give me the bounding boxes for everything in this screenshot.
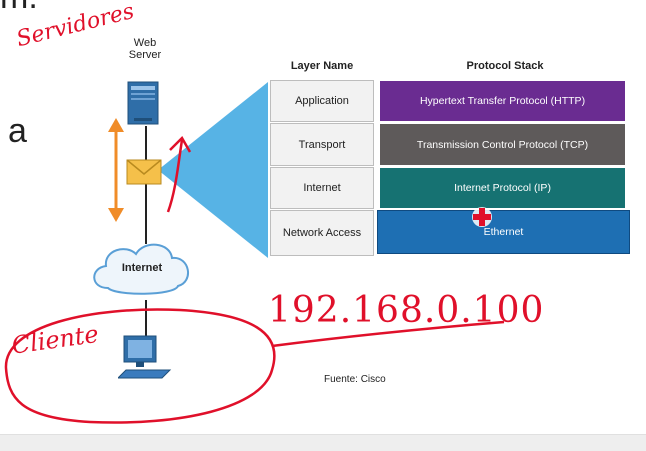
- double-arrow-icon: [108, 118, 124, 222]
- protocol-cell-http: Hypertext Transfer Protocol (HTTP): [380, 81, 625, 121]
- internet-cloud-label: Internet: [121, 262, 163, 274]
- layer-cell-application: Application: [270, 80, 374, 122]
- handwritten-ip-address: 192.168.0.100: [268, 290, 545, 331]
- slide-footer-bar: [0, 434, 646, 451]
- web-server-label-line1: Web: [133, 37, 157, 49]
- web-server-label-line2: Server: [128, 49, 162, 61]
- slide-text-fragment-top: m.: [0, 0, 38, 17]
- encapsulation-beam: [158, 82, 268, 258]
- protocol-cell-ethernet: Ethernet: [377, 210, 630, 254]
- layer-cell-network-access: Network Access: [270, 210, 374, 256]
- connection-line-upper: [145, 126, 147, 244]
- web-server-label: Web Server: [125, 37, 165, 61]
- web-server-icon: [127, 81, 159, 125]
- layer-cell-transport: Transport: [270, 123, 374, 166]
- source-caption: Fuente: Cisco: [324, 374, 386, 385]
- column-header-protocol-stack: Protocol Stack: [466, 60, 544, 72]
- column-header-layer-name: Layer Name: [290, 60, 354, 72]
- protocol-cell-tcp: Transmission Control Protocol (TCP): [380, 124, 625, 165]
- layer-cell-internet: Internet: [270, 167, 374, 209]
- handwritten-strokes: [4, 135, 505, 424]
- protocol-cell-ip: Internet Protocol (IP): [380, 168, 625, 208]
- internet-cloud-icon: [93, 243, 189, 295]
- envelope-icon: [126, 159, 162, 185]
- slide-text-fragment-left: a: [8, 112, 27, 150]
- client-computer-icon: [118, 335, 172, 379]
- red-cross-cursor-icon: [472, 207, 492, 227]
- connection-line-lower: [145, 300, 147, 338]
